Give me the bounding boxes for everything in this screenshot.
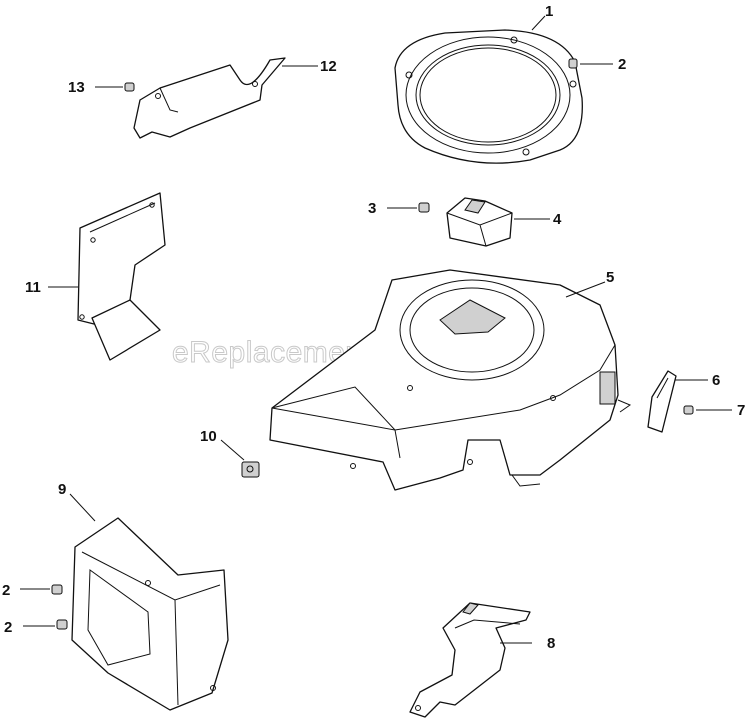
callout-8: 8 <box>547 635 555 652</box>
part-1-ring <box>394 29 583 164</box>
callout-12: 12 <box>320 58 337 75</box>
callout-10: 10 <box>200 428 217 445</box>
part-8-baffle <box>409 602 531 718</box>
part-7-screw <box>683 405 694 415</box>
callout-3: 3 <box>368 200 376 217</box>
callout-2-left-upper: 2 <box>2 582 10 599</box>
part-11-shroud-plate <box>77 192 166 361</box>
part-12-bracket <box>133 57 286 139</box>
callout-2-left-lower: 2 <box>4 619 12 636</box>
callout-6: 6 <box>712 372 720 389</box>
part-3-screw <box>418 202 430 213</box>
callout-2-top: 2 <box>618 56 626 73</box>
part-6-gasket-plate <box>647 370 677 433</box>
part-4-cap <box>446 197 513 247</box>
callout-5: 5 <box>606 269 614 286</box>
callout-7: 7 <box>737 402 745 419</box>
part-10-clip <box>241 461 260 478</box>
callout-4: 4 <box>553 211 562 228</box>
part-9-cylinder-shroud <box>71 517 229 711</box>
part-5-blower-housing <box>269 269 632 491</box>
part-2-screw-left-upper <box>51 584 63 595</box>
callout-11: 11 <box>25 279 41 296</box>
part-2-screw-top <box>568 58 578 69</box>
part-13-screw <box>124 82 135 92</box>
callout-13: 13 <box>68 79 85 96</box>
part-2-screw-left-lower <box>56 619 68 630</box>
callout-1: 1 <box>545 3 553 20</box>
callout-9: 9 <box>58 481 66 498</box>
